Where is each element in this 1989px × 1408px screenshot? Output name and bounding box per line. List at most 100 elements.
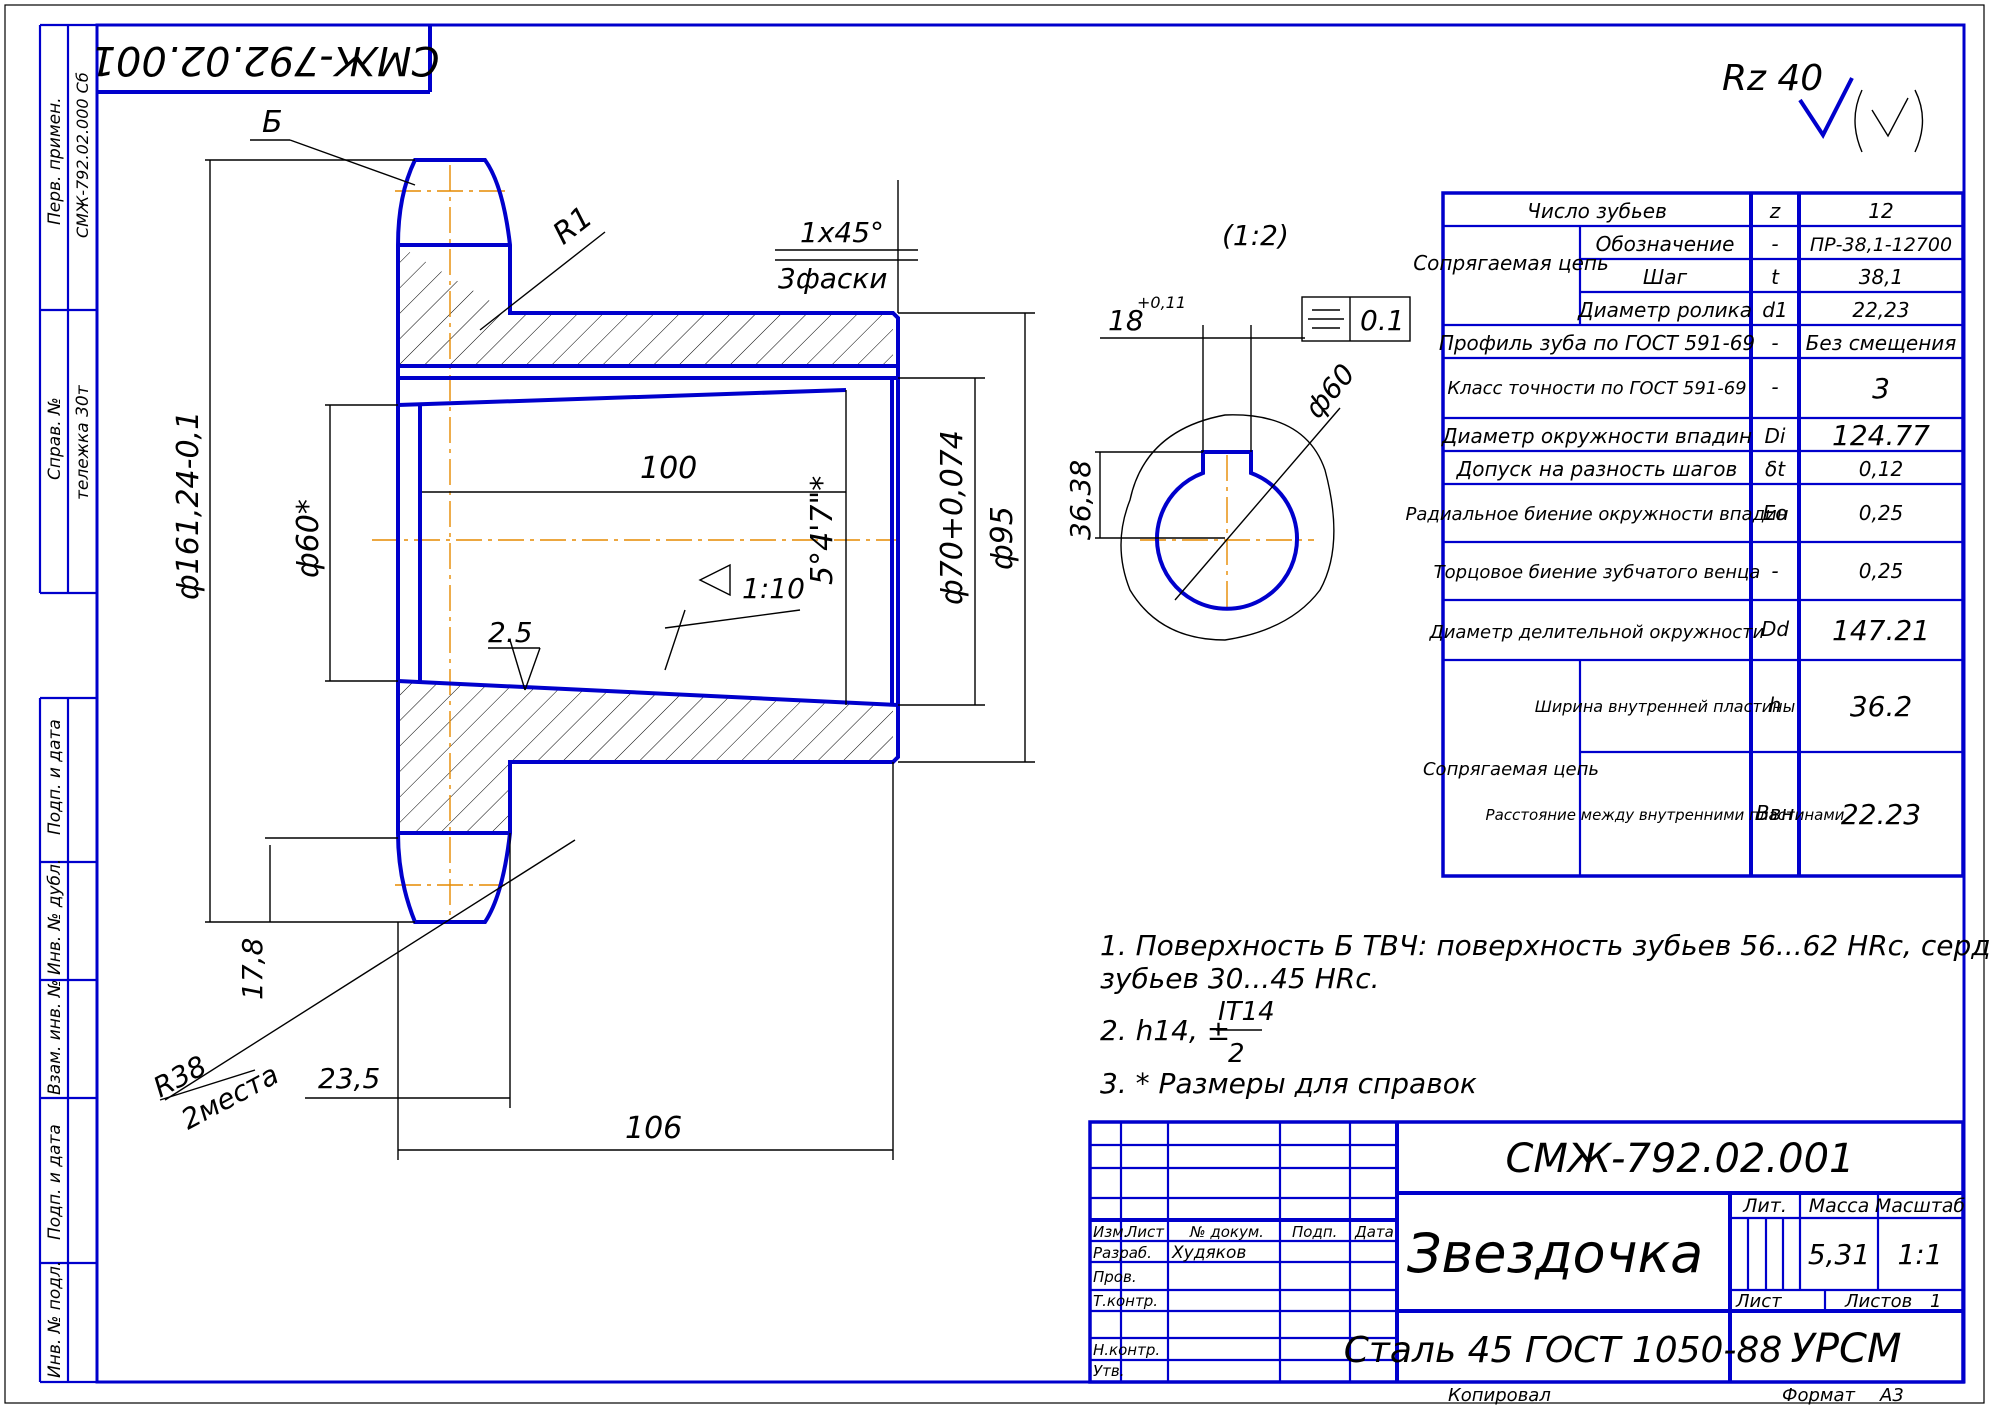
tb-razrab: Разраб. xyxy=(1093,1244,1152,1262)
label-scale-view: (1:2) xyxy=(1222,219,1289,252)
label-sym-tol: 0.1 xyxy=(1360,304,1405,337)
label-key-tol: +0,11 xyxy=(1137,293,1186,312)
param-label-profile: Профиль зуба по ГОСТ 591-69 xyxy=(1439,331,1755,355)
label-len100: 100 xyxy=(640,451,697,486)
param-sym-pitch-tol: δt xyxy=(1765,457,1786,481)
label-taper-angle: 5°4'7"* xyxy=(805,476,840,585)
outer-border xyxy=(4,4,1985,1404)
tb-razrab-name: Худяков xyxy=(1171,1243,1246,1263)
param-sym-designation: - xyxy=(1771,232,1778,256)
tb-sheets-label: Листов xyxy=(1844,1291,1912,1312)
tb-scale: 1:1 xyxy=(1897,1238,1942,1271)
param-val-axial: 0,25 xyxy=(1859,559,1904,583)
note-2-numerator: IT14 xyxy=(1218,997,1275,1027)
label-d60: ф60* xyxy=(291,499,326,578)
label-r1: R1 xyxy=(546,200,599,252)
param-label-class: Класс точности по ГОСТ 591-69 xyxy=(1447,378,1746,399)
side-perv-value: СМЖ-792.02.000 Сб xyxy=(73,72,92,238)
param-label-axial: Торцовое биение зубчатого венца xyxy=(1434,562,1761,583)
tb-format: А3 xyxy=(1879,1385,1904,1406)
label-d95: ф95 xyxy=(985,506,1020,570)
tb-format-label: Формат xyxy=(1782,1385,1856,1406)
param-label-radial: Радиальное биение окружности впадин xyxy=(1406,504,1789,525)
param-val-roller: 22,23 xyxy=(1852,298,1909,322)
note-2: 2. h14, ± xyxy=(1100,1014,1230,1047)
param-val-z: 12 xyxy=(1868,199,1893,223)
param-val-class: 3 xyxy=(1872,372,1890,405)
side-column: Перв. примен. СМЖ-792.02.000 Сб Справ. №… xyxy=(38,23,97,1384)
side-inv-podl: Инв. № подл. xyxy=(45,1261,65,1378)
label-d70: ф70+0,074 xyxy=(935,430,970,605)
note-3: 3. * Размеры для справок xyxy=(1100,1067,1477,1100)
param-label-roller: Диаметр ролика xyxy=(1577,298,1752,322)
label-taper: 1:10 xyxy=(742,572,805,605)
tb-scale-label: Масштаб xyxy=(1875,1195,1966,1217)
label-chamfer: 1х45° xyxy=(800,216,884,249)
label-h178: 17,8 xyxy=(236,938,269,1000)
technical-notes: 1. Поверхность Б ТВЧ: поверхность зубьев… xyxy=(1100,929,1989,1100)
param-sym-plate-gap: Bвн xyxy=(1756,801,1795,825)
label-d161: ф161,24-0,1 xyxy=(171,411,206,600)
tb-sheets: 1 xyxy=(1930,1291,1941,1312)
note-2-denominator: 2 xyxy=(1228,1039,1245,1069)
label-b: Б xyxy=(262,105,283,140)
tb-tkontr: Т.контр. xyxy=(1093,1292,1158,1310)
param-sym-pitch-dia: Dd xyxy=(1761,617,1789,641)
side-perv-primen: Перв. примен. xyxy=(45,97,65,225)
sprocket-section-view: Б R1 1х45° 3фаски ф161,24-0,1 ф60* 100 5… xyxy=(148,105,1314,1160)
tb-copied: Копировал xyxy=(1448,1385,1551,1406)
tb-drawing-number: СМЖ-792.02.001 xyxy=(1506,1136,1855,1182)
side-podp-data-2: Подп. и дата xyxy=(45,1124,65,1240)
roughness-text: Rz 40 xyxy=(1722,58,1823,99)
parameter-table: Число зубьев z 12 Сопрягаемая цепь Обозн… xyxy=(1406,191,1965,878)
param-val-root: 124.77 xyxy=(1832,419,1930,452)
param-val-designation: ПР-38,1-12700 xyxy=(1810,234,1952,256)
param-val-plate-gap: 22.23 xyxy=(1841,798,1921,831)
param-label-designation: Обозначение xyxy=(1596,232,1735,256)
param-val-radial: 0,25 xyxy=(1859,501,1904,525)
tb-organization: УРСМ xyxy=(1791,1326,1902,1372)
param-val-pitch: 38,1 xyxy=(1859,265,1904,289)
side-sprav-value: тележка 30т xyxy=(73,384,93,500)
param-val-profile: Без смещения xyxy=(1806,331,1957,355)
tb-prov: Пров. xyxy=(1093,1268,1137,1286)
tb-part-title: Звездочка xyxy=(1407,1222,1703,1285)
param-sym-axial: - xyxy=(1771,559,1778,583)
label-key-depth: 36,38 xyxy=(1064,460,1097,540)
param-sym-class: - xyxy=(1771,375,1778,399)
tb-sheet: Лист xyxy=(1735,1291,1782,1312)
label-chamfer-count: 3фаски xyxy=(778,262,887,295)
tb-nkontr: Н.контр. xyxy=(1093,1341,1160,1359)
label-d60-section: ф60 xyxy=(1298,358,1362,425)
param-val-pitch-dia: 147.21 xyxy=(1832,614,1930,647)
param-label-root: Диаметр окружности впадин xyxy=(1441,424,1752,448)
param-label-pitch-tol: Допуск на разность шагов xyxy=(1456,457,1738,481)
title-block: Изм. Лист № докум. Подп. Дата Разраб. Ху… xyxy=(1088,1120,1966,1406)
side-sprav: Справ. № xyxy=(45,397,65,480)
tb-material: Сталь 45 ГОСТ 1050-88 xyxy=(1344,1330,1782,1371)
param-val-plate-width: 36.2 xyxy=(1850,690,1912,723)
side-vzam-inv: Взам. инв. № xyxy=(45,980,65,1095)
tb-mass-label: Масса xyxy=(1809,1195,1870,1217)
param-sym-pitch: t xyxy=(1771,265,1780,289)
param-label-pitch: Шаг xyxy=(1643,265,1688,289)
param-sym-radial: Eo xyxy=(1763,501,1788,525)
param-group-chain-2: Сопрягаемая цепь xyxy=(1423,759,1599,780)
label-w106: 106 xyxy=(625,1111,682,1146)
param-sym-plate-width: h xyxy=(1769,693,1782,717)
param-label-plate-gap: Расстояние между внутренними пластинами xyxy=(1486,806,1845,824)
note-1-line-1: 1. Поверхность Б ТВЧ: поверхность зубьев… xyxy=(1100,929,1989,962)
tb-list: Лист xyxy=(1125,1223,1165,1241)
param-label-z: Число зубьев xyxy=(1527,199,1667,223)
tb-data: Дата xyxy=(1354,1223,1394,1241)
param-label-plate-width: Ширина внутренней пластины xyxy=(1535,697,1795,716)
label-key-width: 18 xyxy=(1108,304,1144,337)
rotated-drawing-number: СМЖ-792.02.001 xyxy=(91,37,440,83)
label-w235: 23,5 xyxy=(318,1062,380,1095)
tb-izm: Изм. xyxy=(1093,1223,1128,1241)
param-sym-root: Di xyxy=(1765,424,1786,448)
param-sym-z: z xyxy=(1769,199,1781,223)
param-group-chain-1: Сопрягаемая цепь xyxy=(1413,251,1609,275)
note-1-line-2: зубьев 30...45 HRc. xyxy=(1100,962,1380,995)
